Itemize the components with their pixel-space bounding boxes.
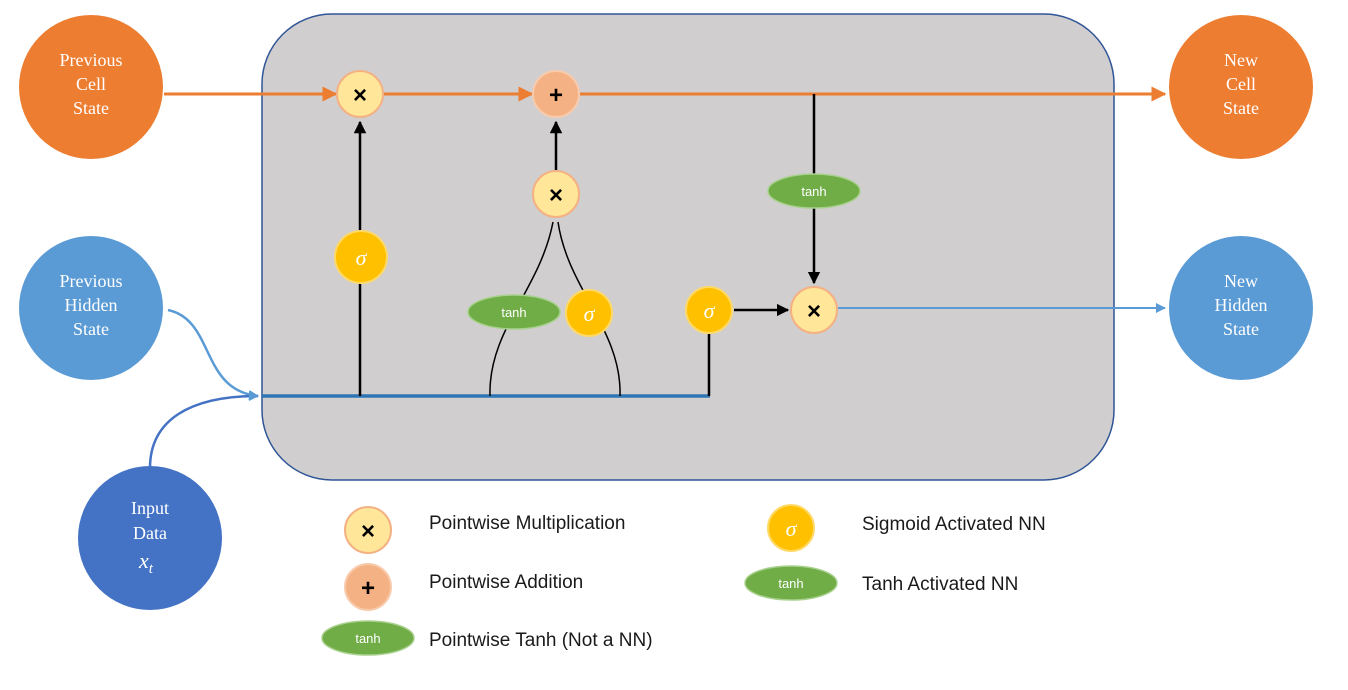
output-multiply-op: × <box>790 286 838 334</box>
legend-tanh-nn: Tanh Activated NN <box>862 574 1018 595</box>
previous-cell-state-node: Previous Cell State <box>19 15 163 159</box>
new-cell-state-node: New Cell State <box>1169 15 1313 159</box>
cell-tanh-pointwise: tanh <box>767 173 861 209</box>
forget-multiply-op: × <box>336 70 384 118</box>
legend-pointwise-tanh: Pointwise Tanh (Not a NN) <box>429 630 653 651</box>
legend-pointwise-multiplication: Pointwise Multiplication <box>429 513 625 534</box>
legend-pointwise-tanh-symbol: tanh <box>321 620 415 656</box>
legend-sigmoid-symbol: σ <box>767 504 815 552</box>
new-cell-state-line-3: State <box>1223 98 1259 118</box>
legend-multiply-glyph: × <box>361 518 375 545</box>
previous-hidden-connector <box>167 308 259 401</box>
input-symbol: x <box>138 548 149 573</box>
output-gate-sigma-glyph: σ <box>704 298 716 323</box>
input-multiply-glyph: × <box>549 182 563 209</box>
new-cell-state-line-1: New <box>1224 50 1258 70</box>
previous-cell-state-line-2: Cell <box>76 74 106 94</box>
cell-add-glyph: + <box>549 82 563 109</box>
input-data-node: Input Data xt <box>78 466 222 610</box>
input-subscript: t <box>149 561 154 577</box>
legend-add-symbol: + <box>344 563 392 611</box>
forget-gate-sigma-glyph: σ <box>356 245 368 270</box>
input-data-connector <box>148 391 259 469</box>
legend-add-glyph: + <box>361 575 375 602</box>
previous-hidden-state-node: Previous Hidden State <box>19 236 163 380</box>
legend-pointwise-addition: Pointwise Addition <box>429 572 583 593</box>
previous-hidden-state-line-3: State <box>73 319 109 339</box>
previous-hidden-state-line-1: Previous <box>60 271 123 291</box>
legend-pointwise-tanh-glyph: tanh <box>355 631 380 646</box>
new-hidden-state-line-3: State <box>1223 319 1259 339</box>
input-gate-sigmoid: σ <box>565 289 613 337</box>
output-multiply-glyph: × <box>807 298 821 325</box>
cell-add-op: + <box>532 70 580 118</box>
lstm-cell-body <box>261 13 1115 481</box>
new-hidden-state-node: New Hidden State <box>1169 236 1313 380</box>
input-gate-sigma-glyph: σ <box>584 301 596 326</box>
forget-multiply-glyph: × <box>353 82 367 109</box>
input-multiply-op: × <box>532 170 580 218</box>
input-data-line-2: Data <box>133 523 167 543</box>
legend: × Pointwise Multiplication + Pointwise A… <box>321 504 1046 656</box>
new-hidden-state-line-1: New <box>1224 271 1258 291</box>
output-gate-sigmoid: σ <box>685 286 733 334</box>
input-tanh-nn: tanh <box>467 294 561 330</box>
previous-hidden-state-line-2: Hidden <box>65 295 118 315</box>
new-hidden-state-line-2: Hidden <box>1215 295 1268 315</box>
legend-sigma-glyph: σ <box>786 516 798 541</box>
svg-text:xt: xt <box>138 548 154 577</box>
previous-cell-state-line-3: State <box>73 98 109 118</box>
new-cell-state-line-2: Cell <box>1226 74 1256 94</box>
legend-tanh-nn-symbol: tanh <box>744 565 838 601</box>
input-data-line-1: Input <box>131 498 169 518</box>
cell-tanh-glyph: tanh <box>801 184 826 199</box>
previous-cell-state-line-1: Previous <box>60 50 123 70</box>
legend-sigmoid-nn: Sigmoid Activated NN <box>862 514 1046 535</box>
legend-multiply-symbol: × <box>344 506 392 554</box>
forget-gate-sigmoid: σ <box>334 230 388 284</box>
input-tanh-glyph: tanh <box>501 305 526 320</box>
legend-tanh-nn-glyph: tanh <box>778 576 803 591</box>
